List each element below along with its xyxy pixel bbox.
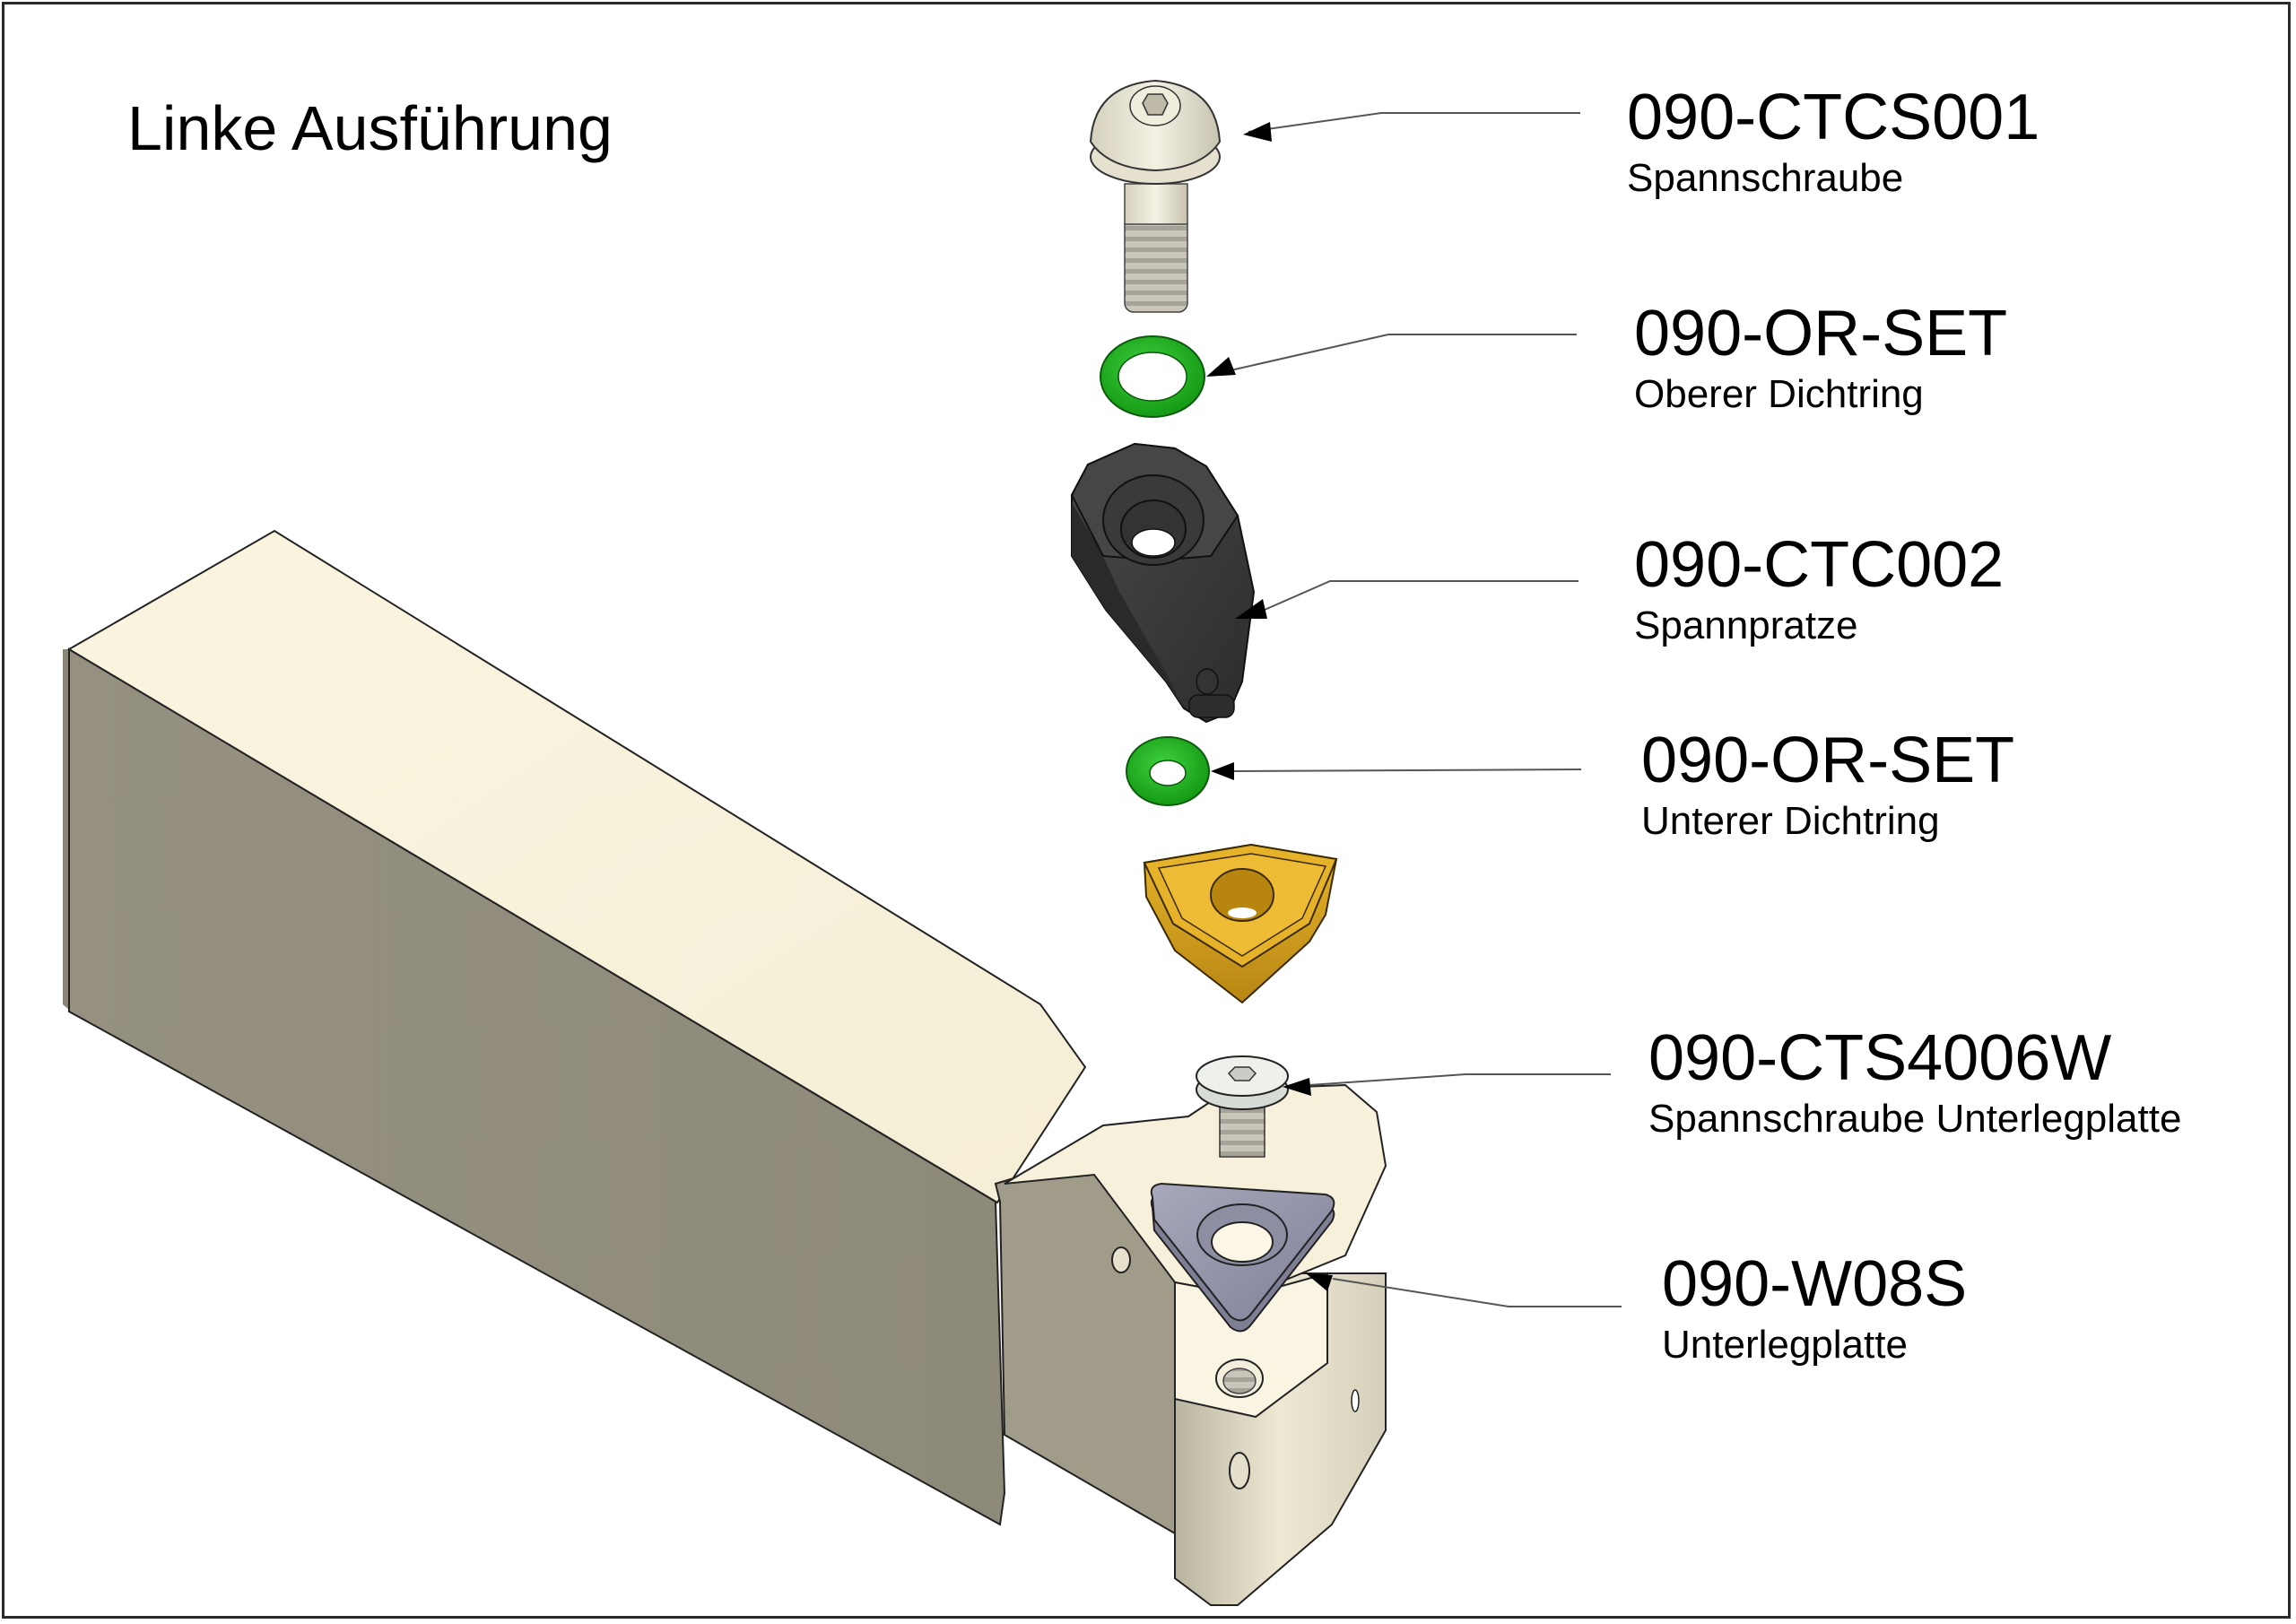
holder-end-face [63, 649, 69, 1010]
part-label-lower-o-ring: 090-OR-SET Unterer Dichtring [1641, 728, 2014, 841]
part-label-shim: 090-W08S Unterlegplatte [1662, 1252, 1967, 1365]
leader-line-clamp [1264, 580, 1578, 611]
part-code: 090-OR-SET [1634, 298, 2008, 369]
arrowhead-icon [1283, 1078, 1311, 1096]
holder-top-face [67, 529, 1087, 1204]
leader-line-lower-o-ring [1232, 769, 1582, 772]
leader-lines [1230, 112, 1622, 1307]
part-description: Spannschraube Unterlegplatte [1648, 1097, 2182, 1141]
holder-small-hole [1351, 1389, 1360, 1412]
hex-socket-icon [1142, 93, 1169, 116]
leader-line-upper-o-ring [1230, 334, 1577, 371]
hex-socket-icon [1227, 1066, 1257, 1081]
part-description: Unterer Dichtring [1641, 799, 1940, 843]
part-label-shim-screw: 090-CTS4006W Spannschraube Unterlegplatt… [1648, 1026, 2181, 1139]
arrowhead-icon [1243, 122, 1272, 142]
drawing-title: Linke Ausführung [127, 93, 613, 163]
part-label-clamp: 090-CTC002 Spannpratze [1634, 533, 2004, 646]
arrowhead-icon [1206, 357, 1236, 377]
part-description: Spannschraube [1627, 156, 1904, 200]
shim-screw [1196, 1055, 1289, 1158]
part-code: 090-OR-SET [1641, 725, 2015, 796]
arrowhead-icon [1235, 599, 1267, 619]
part-label-upper-o-ring: 090-OR-SET Oberer Dichtring [1634, 301, 2007, 414]
upper-o-ring [1100, 335, 1205, 418]
clamp [1070, 442, 1256, 724]
leader-line-shim [1332, 1278, 1622, 1307]
lower-o-ring [1126, 736, 1210, 806]
holder-coolant-outlet [1229, 1452, 1250, 1489]
cutting-insert [1143, 843, 1338, 1004]
part-description: Unterlegplatte [1662, 1323, 1908, 1367]
holder-side-hole [1111, 1246, 1131, 1273]
part-code: 090-W08S [1662, 1248, 1968, 1320]
part-description: Spannpratze [1634, 604, 1858, 647]
part-code: 090-CTS4006W [1648, 1022, 2112, 1094]
part-code: 090-CTCS001 [1627, 82, 2040, 153]
part-code: 090-CTC002 [1634, 529, 2005, 601]
shim [1150, 1182, 1335, 1333]
leader-arrowheads [1206, 122, 1333, 1291]
leader-line-shim-screw [1309, 1073, 1611, 1086]
clamp-screw [1089, 79, 1222, 313]
part-description: Oberer Dichtring [1634, 372, 1924, 416]
arrowhead-icon [1211, 762, 1234, 780]
arrowhead-icon [1306, 1273, 1333, 1291]
leader-line-clamp-screw [1248, 112, 1580, 133]
holder-threaded-hole-inner [1222, 1368, 1257, 1394]
part-label-clamp-screw: 090-CTCS001 Spannschraube [1627, 85, 2039, 198]
